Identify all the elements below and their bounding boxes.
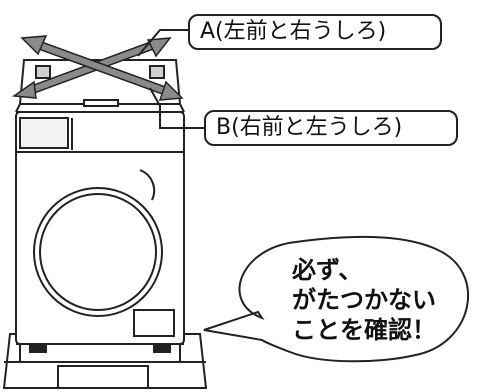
washer-body (15, 111, 185, 353)
speech-bubble (203, 235, 470, 363)
callout-line-3: ことを確認！ (292, 316, 436, 344)
label-a: A(左前と右うしろ) (188, 14, 442, 50)
callout-line-2: がたつかない (292, 286, 436, 314)
label-b: B(右前と左うしろ) (204, 110, 458, 146)
leader-a (137, 29, 190, 57)
leader-b (149, 87, 206, 129)
arrow-b (20, 35, 184, 101)
callout-line-1: 必ず、 (292, 256, 363, 284)
